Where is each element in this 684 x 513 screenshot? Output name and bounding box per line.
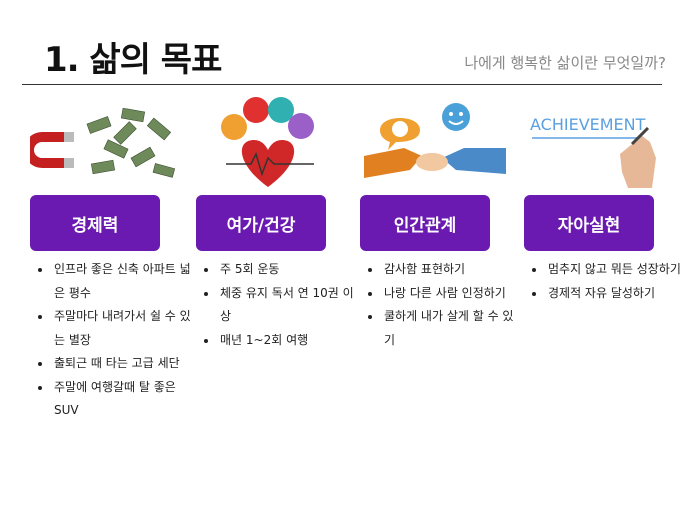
goal-list-self-actualization: 멈추지 않고 뭐든 성장하기 경제적 자유 달성하기	[516, 258, 684, 305]
list-item: 감사함 표현하기	[382, 258, 522, 282]
goal-list-health: 주 5회 운동 체중 유지 독서 연 10권 이상 매년 1~2회 여행	[188, 258, 358, 352]
list-item: 나랑 다른 사람 인정하기	[382, 282, 522, 306]
list-item: 주 5회 운동	[218, 258, 358, 282]
goal-list-relationships: 감사함 표현하기 나랑 다른 사람 인정하기 쿨하게 내가 살게 할 수 있기	[352, 258, 522, 352]
goal-column-self-actualization: ACHIEVEMENT 자아실현 멈추지 않고 뭐든 성장하기 경제적 자유 달…	[516, 92, 684, 300]
category-label-wealth: 경제력	[30, 195, 160, 251]
list-item: 주말에 여행갈때 탈 좋은 SUV	[52, 376, 192, 423]
goal-column-relationships: 인간관계 감사함 표현하기 나랑 다른 사람 인정하기 쿨하게 내가 살게 할 …	[352, 92, 522, 347]
title-divider	[22, 84, 662, 85]
list-item: 인프라 좋은 신축 아파트 넓은 평수	[52, 258, 192, 305]
goal-column-wealth: 경제력 인프라 좋은 신축 아파트 넓은 평수 주말마다 내려가서 쉴 수 있는…	[22, 92, 192, 417]
page-subtitle: 나에게 행복한 삶이란 무엇일까?	[464, 54, 666, 72]
goal-column-health: 여가/건강 주 5회 운동 체중 유지 독서 연 10권 이상 매년 1~2회 …	[188, 92, 358, 347]
list-item: 경제적 자유 달성하기	[546, 282, 684, 306]
magnet-money-icon	[24, 92, 180, 192]
list-item: 매년 1~2회 여행	[218, 329, 358, 353]
page-title: 1. 삶의 목표	[44, 40, 222, 80]
list-item: 체중 유지 독서 연 10권 이상	[218, 282, 358, 329]
list-item: 멈추지 않고 뭐든 성장하기	[546, 258, 684, 282]
category-label-self-actualization: 자아실현	[524, 195, 654, 251]
health-heart-icon	[196, 92, 346, 192]
achievement-hand-icon: ACHIEVEMENT	[524, 92, 674, 192]
category-label-health: 여가/건강	[196, 195, 326, 251]
list-item: 출퇴근 때 타는 고급 세단	[52, 352, 192, 376]
handshake-icon	[360, 92, 510, 192]
list-item: 주말마다 내려가서 쉴 수 있는 별장	[52, 305, 192, 352]
list-item: 쿨하게 내가 살게 할 수 있기	[382, 305, 522, 352]
category-label-relationships: 인간관계	[360, 195, 490, 251]
goal-list-wealth: 인프라 좋은 신축 아파트 넓은 평수 주말마다 내려가서 쉴 수 있는 별장 …	[22, 258, 192, 423]
achievement-text: ACHIEVEMENT	[530, 115, 646, 134]
